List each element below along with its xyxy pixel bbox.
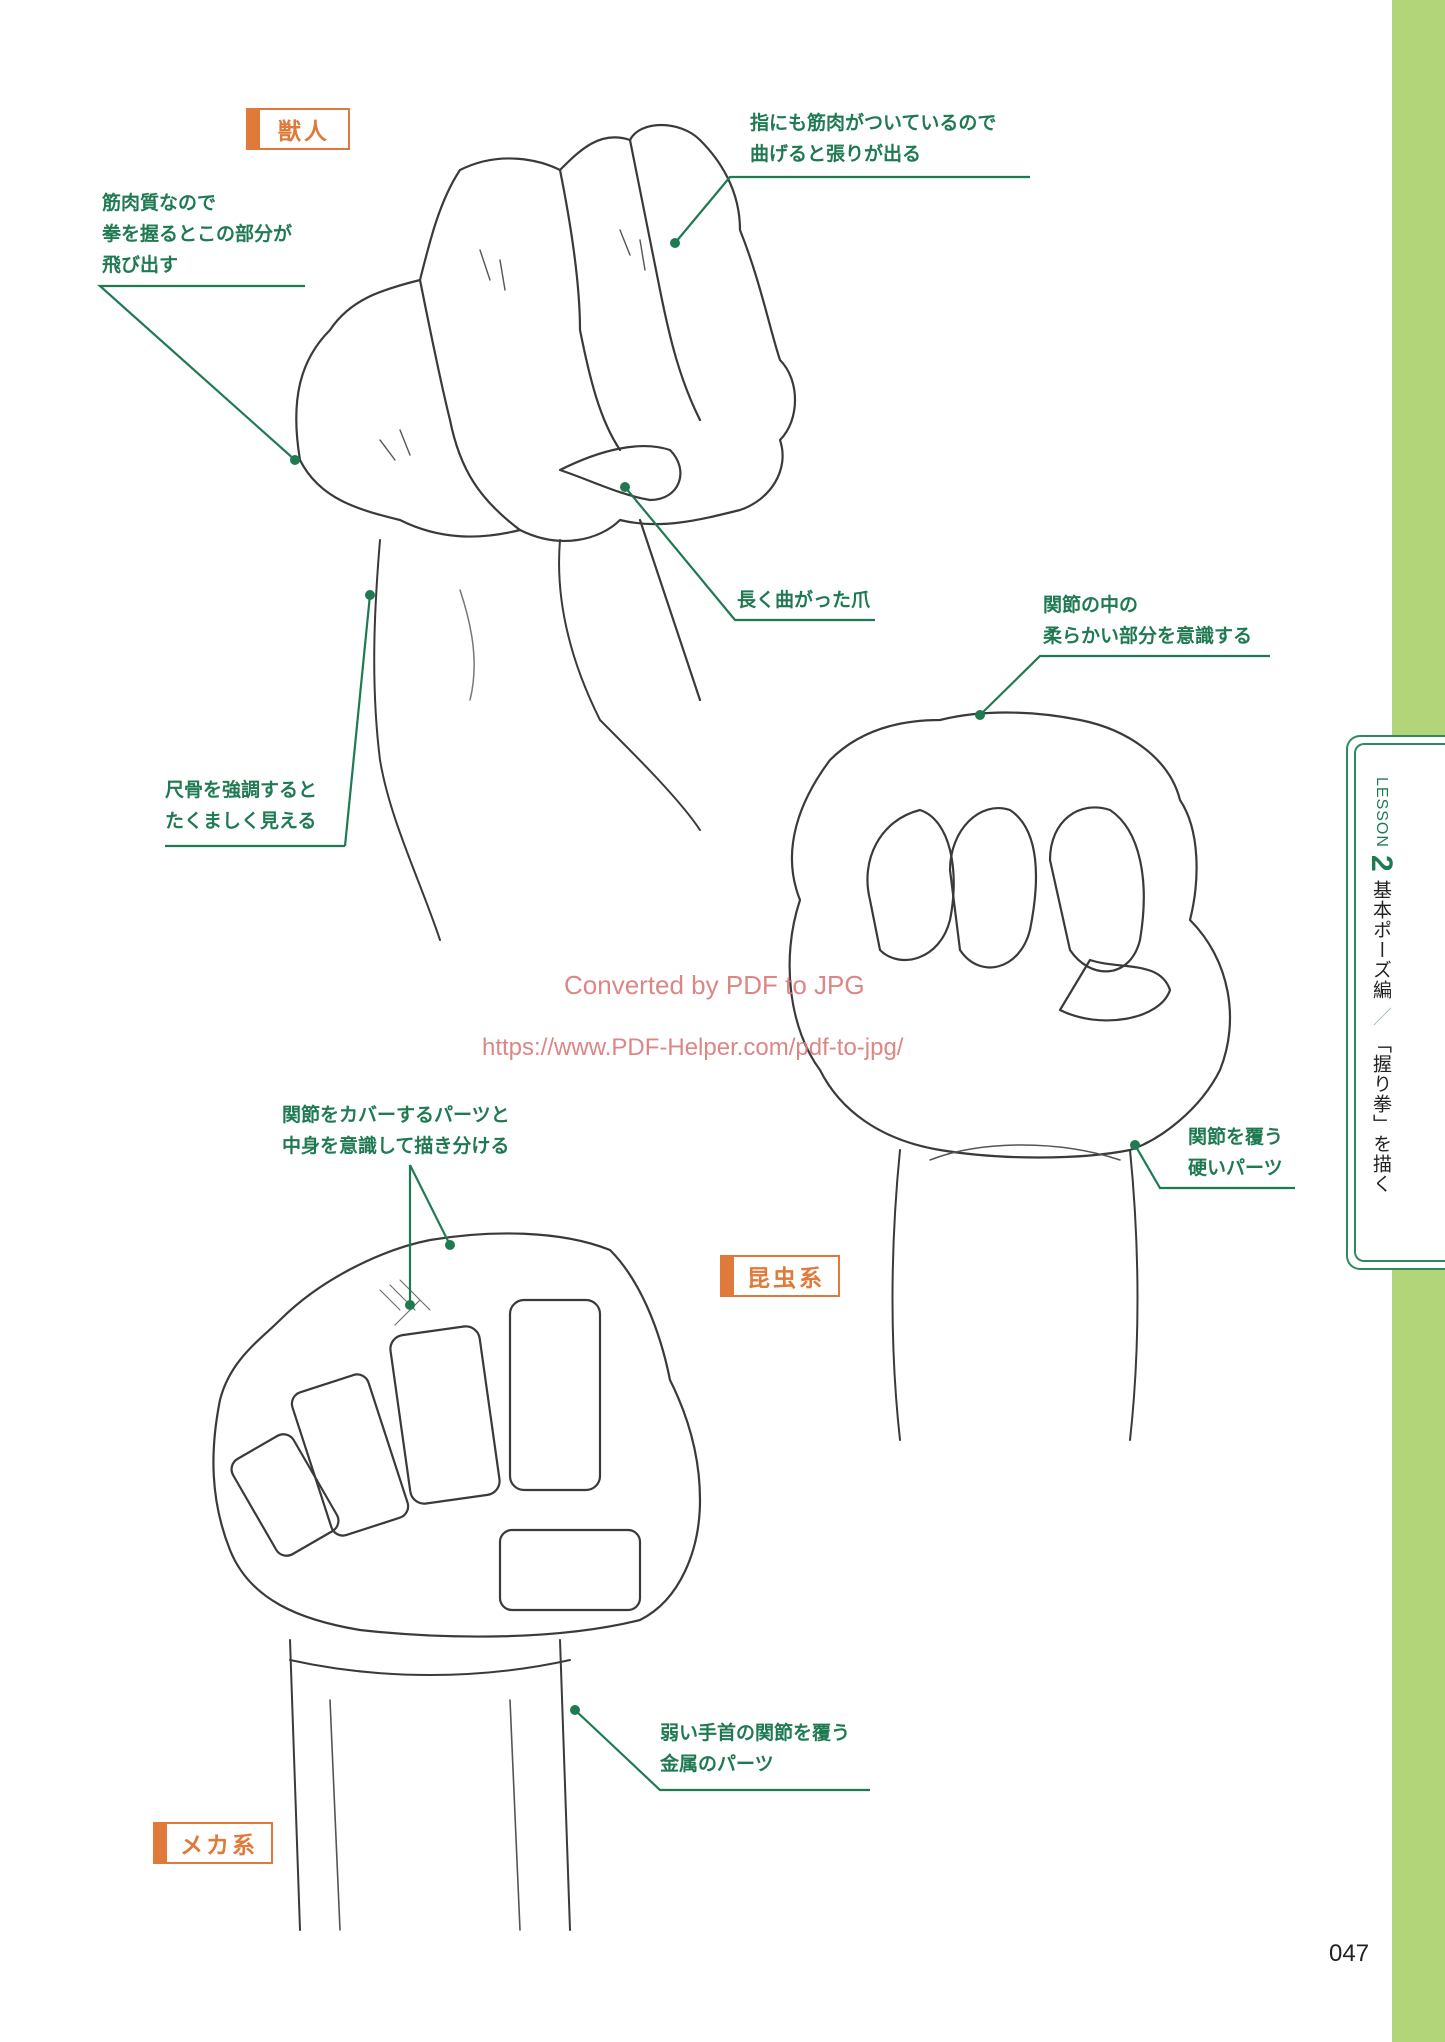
lesson-label: LESSON: [1373, 777, 1390, 848]
leader-dots: [290, 238, 1140, 1715]
annotation-finger-muscles: 指にも筋肉がついているので 曲げると張りが出る: [750, 112, 997, 165]
insect-fist-sketch: [788, 711, 1232, 1441]
tag-label: 獣人: [278, 119, 330, 145]
tag-accent-bar: [722, 1257, 734, 1295]
beastman-fist-sketch: [295, 123, 797, 941]
annotation-ulna-emphasis: 尺骨を強調すると たくましく見える: [165, 779, 318, 832]
tag-label: メカ系: [180, 1833, 258, 1859]
tag-mecha: メカ系: [153, 1822, 273, 1864]
annotation-hard-joint-cover: 関節を覆う 硬いパーツ: [1188, 1126, 1284, 1179]
lesson-topic: 「握り拳」を描く: [1370, 1033, 1392, 1194]
watermark-line-1: Converted by PDF to JPG: [564, 970, 865, 1000]
mecha-fist-sketch: [212, 1232, 702, 1931]
annotation-metal-wrist: 弱い手首の関節を覆う 金属のパーツ: [660, 1722, 851, 1775]
lesson-number: 2: [1365, 854, 1398, 873]
leader-lines: [97, 175, 1295, 1792]
tag-accent-bar: [248, 110, 260, 148]
tag-accent-bar: [155, 1824, 167, 1862]
lesson-separator: ／: [1370, 1006, 1392, 1027]
lesson-tab-text: LESSON 2 基本ポーズ編 ／ 「握り拳」を描く: [1364, 777, 1398, 1194]
watermark-line-2: https://www.PDF-Helper.com/pdf-to-jpg/: [482, 1034, 904, 1061]
annotation-long-claw: 長く曲がった爪: [737, 589, 871, 611]
annotation-soft-joint: 関節の中の 柔らかい部分を意識する: [1043, 594, 1253, 647]
tag-label: 昆虫系: [747, 1266, 825, 1292]
tag-beastman: 獣人: [246, 108, 350, 150]
annotation-joint-cover-parts: 関節をカバーするパーツと 中身を意識して描き分ける: [282, 1104, 510, 1157]
lesson-index-tab: LESSON 2 基本ポーズ編 ／ 「握り拳」を描く: [1346, 735, 1445, 1270]
page-number: 047: [1329, 1940, 1370, 1967]
lesson-section: 基本ポーズ編: [1370, 879, 1392, 1000]
tag-insect: 昆虫系: [720, 1255, 840, 1297]
lesson-tab-border: [1354, 743, 1445, 1262]
annotation-knuckle-protrusion: 筋肉質なので 拳を握るとこの部分が 飛び出す: [102, 192, 293, 276]
